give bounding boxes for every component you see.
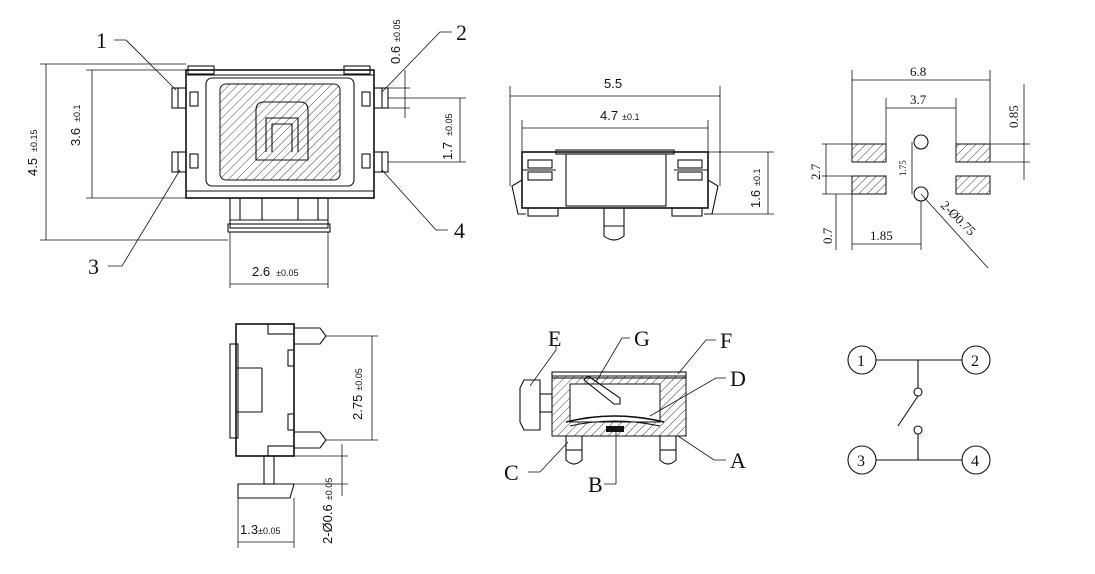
dim-1-7: 1.7 [440, 142, 455, 160]
dim-2-75-tol: ±0.05 [354, 368, 364, 390]
hole-top [913, 134, 929, 150]
dim-4-7: 4.7 [600, 108, 618, 123]
terminal-1-label: 1 [857, 353, 865, 370]
dim-6-8: 6.8 [910, 64, 926, 79]
dim-1-3-tol: ±0.05 [258, 526, 280, 536]
front-view: 5.5 4.7 ±0.1 1.6 ±0.1 [509, 76, 774, 241]
pad-3 [851, 175, 887, 195]
pin-3 [171, 151, 187, 173]
svg-text:2-Ø0.6±0.05: 2-Ø0.6 ±0.05 [320, 478, 335, 544]
callout-2: 2 [456, 20, 467, 45]
pin-4 [373, 151, 389, 173]
dim-0-6: 0.6 [388, 46, 403, 64]
svg-text:3.6±0.1: 3.6 ±0.1 [68, 104, 83, 146]
top-hatched-plate [219, 83, 341, 181]
dim-4-5: 4.5 [25, 158, 40, 176]
dim-0-6-tol: ±0.05 [392, 19, 402, 41]
terminal-4-label: 4 [971, 453, 979, 470]
dim-0-7: 0.7 [820, 227, 835, 244]
callout-1: 1 [96, 28, 107, 53]
dim-2-6: 2.6 [252, 264, 270, 279]
label-f: F [720, 328, 732, 353]
dim-1-75: 1.75 [898, 160, 908, 176]
terminal-4 [961, 445, 991, 475]
dim-1-3: 1.3 [240, 522, 258, 537]
label-e: E [548, 326, 561, 351]
callout-3: 3 [88, 254, 99, 279]
label-b: B [588, 472, 603, 497]
cross-section: E G F D A B C [504, 326, 746, 497]
label-g: G [634, 326, 650, 351]
dim-peg-tol: ±0.05 [324, 478, 334, 500]
dim-hole-dia: 2-Ø0.75 [938, 198, 979, 239]
svg-text:1.3±0.05: 1.3±0.05 [240, 522, 281, 537]
svg-text:4.7±0.1: 4.7 ±0.1 [600, 108, 640, 123]
dim-5-5: 5.5 [604, 76, 622, 91]
pcb-layout: 6.8 3.7 0.85 2.7 1.75 0.7 1.85 2-Ø0.75 [808, 64, 1030, 269]
dim-peg: 2-Ø0.6 [320, 504, 335, 544]
dim-0-85: 0.85 [1006, 105, 1021, 128]
svg-text:1.7±0.05: 1.7 ±0.05 [440, 113, 455, 160]
terminal-1 [847, 345, 877, 375]
pad-1 [851, 143, 887, 163]
svg-text:2.75±0.05: 2.75 ±0.05 [350, 368, 365, 420]
dim-3-6-tol: ±0.1 [72, 104, 82, 121]
dim-3-6: 3.6 [68, 128, 83, 146]
dim-1-6-tol: ±0.1 [752, 168, 762, 185]
svg-text:2.6±0.05: 2.6 ±0.05 [252, 264, 299, 279]
label-d: D [730, 366, 746, 391]
terminal-2 [961, 345, 991, 375]
terminal-3 [847, 445, 877, 475]
dim-2-7: 2.7 [808, 163, 823, 180]
dim-4-7-tol: ±0.1 [622, 112, 639, 122]
pin-2 [373, 87, 389, 109]
switch-schematic: 1 2 3 4 [847, 345, 991, 475]
terminal-2-label: 2 [971, 353, 979, 370]
svg-text:0.6±0.05: 0.6 ±0.05 [388, 19, 403, 64]
side-view: 2.75±0.05 1.3±0.05 2-Ø0.6±0.05 [229, 323, 378, 548]
pin-1 [171, 87, 187, 109]
pad-4 [955, 175, 991, 195]
dim-1-85: 1.85 [870, 228, 893, 243]
pad-2 [955, 143, 991, 163]
actuator-stem [229, 197, 329, 229]
dim-2-75: 2.75 [350, 395, 365, 420]
svg-text:4.5±0.15: 4.5 ±0.15 [25, 129, 40, 176]
dim-1-7-tol: ±0.05 [444, 113, 454, 135]
terminal-3-label: 3 [857, 453, 865, 470]
dim-3-7: 3.7 [910, 92, 927, 107]
callout-4: 4 [454, 218, 465, 243]
dim-2-6-tol: ±0.05 [276, 268, 298, 278]
top-view: 4.5 ±0.15 3.6 ±0.1 1.7 ±0.05 0.6 ±0.05 2.6 ±0… [25, 19, 467, 288]
dim-4-5-tol: ±0.15 [29, 129, 39, 151]
dim-1-6: 1.6 [748, 190, 763, 208]
svg-text:1.6±0.1: 1.6 ±0.1 [748, 168, 763, 208]
label-a: A [730, 448, 746, 473]
label-c: C [504, 460, 519, 485]
